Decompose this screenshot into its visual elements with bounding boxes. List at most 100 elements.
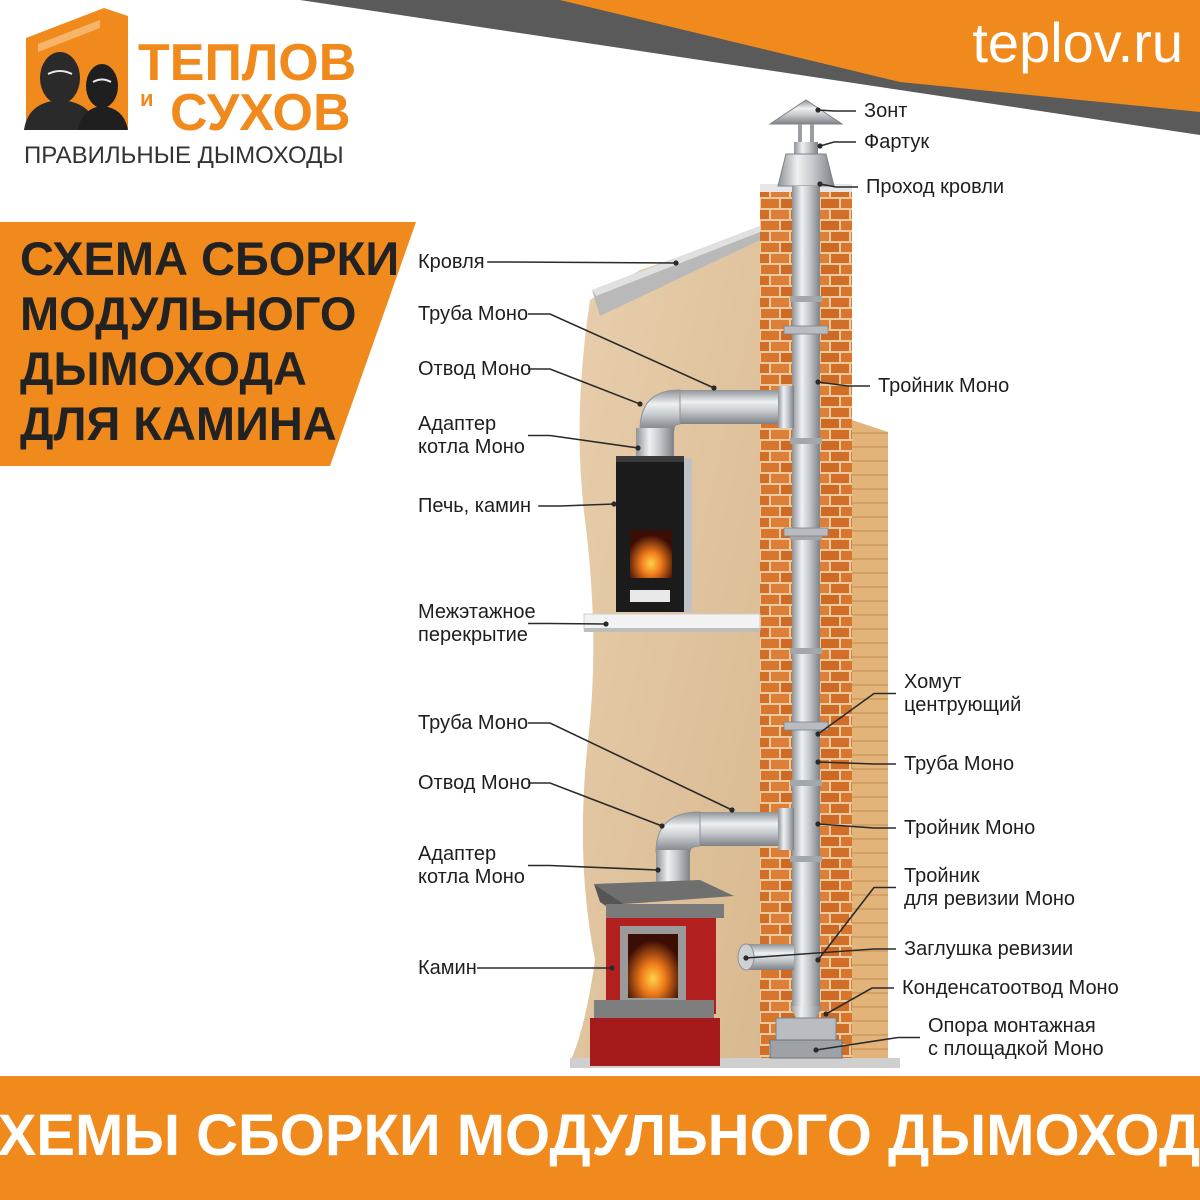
label-apron: Фартук — [817, 131, 929, 153]
logo-conj: и — [140, 86, 154, 111]
support-assembly — [769, 1006, 843, 1059]
site-url[interactable]: teplov.ru — [972, 11, 1183, 74]
leader-line-elbow-lower — [528, 782, 663, 827]
page-title: СХЕМА СБОРКИ МОДУЛЬНОГО ДЫМОХОДА ДЛЯ КАМ… — [20, 232, 399, 450]
label-revision-plug: Заглушка ревизии — [743, 938, 1073, 961]
label-text-tee-lower: Тройник Моно — [904, 817, 1035, 839]
label-text-roof-pass: Проход кровли — [866, 176, 1004, 198]
leader-line-pipe-upper — [528, 313, 715, 389]
leader-dot-elbow-upper — [637, 401, 643, 407]
label-pipe-upper: Труба Моно — [418, 303, 717, 391]
condensate-drain — [775, 1017, 837, 1041]
label-fireplace: Камин — [418, 957, 615, 979]
exterior-facade — [852, 420, 888, 1062]
leader-dot-stove — [611, 501, 617, 507]
main-vertical-pipe — [792, 186, 820, 1012]
label-text-elbow-upper: Отвод Моно — [418, 358, 531, 380]
leader-line-pipe-right — [817, 761, 896, 765]
label-text-pipe-lower: Труба Моно — [418, 712, 528, 734]
label-text-pipe-right: Труба Моно — [904, 753, 1014, 775]
label-text-tee-upper: Тройник Моно — [878, 375, 1009, 397]
fireplace-fire — [628, 934, 678, 998]
ground-floor — [570, 1058, 900, 1068]
title-line-2: МОДУЛЬНОГО — [20, 287, 356, 340]
title-line-4: ДЛЯ КАМИНА — [20, 397, 337, 450]
leader-line-apron — [819, 141, 856, 147]
leader-dot-clamp — [815, 731, 821, 737]
label-roof: Кровля — [418, 251, 679, 273]
label-text-fireplace: Камин — [418, 957, 477, 979]
label-text-condensate: Конденсатоотвод Моно — [902, 977, 1119, 999]
brand-logo: ТЕПЛОВ и СУХОВ ПРАВИЛЬНЫЕ ДЫМОХОДЫ — [24, 8, 356, 169]
stove-fire — [630, 530, 672, 578]
title-line-1: СХЕМА СБОРКИ — [20, 232, 399, 285]
label-roof-pass: Проход кровли — [817, 176, 1004, 198]
interior-wall — [570, 230, 760, 1062]
leader-line-clamp — [817, 692, 896, 735]
leader-line-tee-revision — [817, 886, 896, 961]
leader-line-adapter-upper — [528, 434, 639, 449]
leader-line-roof-pass — [819, 183, 858, 188]
leader-line-adapter-lower — [528, 864, 659, 871]
leader-dot-cap — [815, 107, 821, 113]
label-text-cap: Зонт — [864, 100, 907, 122]
footer-banner — [0, 1076, 1200, 1200]
leader-line-stove — [538, 503, 615, 507]
leader-dot-pipe-upper — [711, 385, 717, 391]
label-pipe-right: Труба Моно — [815, 753, 1014, 775]
label-text-stove: Печь, камин — [418, 495, 531, 517]
label-tee-lower: Тройник Моно — [815, 817, 1035, 839]
leader-dot-condensate — [823, 1011, 829, 1017]
chimney-apron — [777, 142, 835, 187]
leader-line-elbow-upper — [528, 368, 641, 405]
leader-dot-apron — [817, 143, 823, 149]
leader-dot-tee-upper — [815, 379, 821, 385]
label-text-pipe-upper: Труба Моно — [418, 303, 528, 325]
leader-dot-pipe-right — [815, 759, 821, 765]
leader-dot-revision-plug — [743, 955, 749, 961]
title-banner — [0, 222, 416, 466]
leader-line-roof — [487, 261, 677, 264]
label-cap: Зонт — [815, 100, 907, 122]
lower-connection — [655, 808, 794, 886]
label-text-roof: Кровля — [418, 251, 485, 273]
leader-line-floor-slab — [528, 622, 607, 625]
title-line-3: ДЫМОХОДА — [20, 342, 307, 395]
chimney-cap — [768, 99, 844, 146]
logo-name-1: ТЕПЛОВ — [138, 34, 356, 92]
leader-dot-roof-pass — [817, 181, 823, 187]
label-pipe-lower: Труба Моно — [418, 712, 735, 813]
label-elbow-lower: Отвод Моно — [418, 772, 665, 829]
leader-dot-floor-slab — [603, 621, 609, 627]
leader-dot-tee-lower — [815, 821, 821, 827]
header-orange-band — [560, 0, 1200, 112]
label-condensate: Конденсатоотвод Моно — [823, 977, 1119, 1017]
label-stove: Печь, камин — [418, 495, 617, 517]
upper-stove — [616, 456, 692, 612]
label-tee-upper: Тройник Моно — [815, 375, 1009, 397]
floor-slab — [583, 613, 761, 631]
footer-title: СХЕМЫ СБОРКИ МОДУЛЬНОГО ДЫМОХОДА — [0, 1103, 1200, 1168]
leader-dot-support — [813, 1047, 819, 1053]
leader-line-cap — [817, 109, 856, 112]
leader-dot-roof — [673, 260, 679, 266]
upper-connection — [636, 386, 794, 460]
logo-faces-icon — [24, 52, 128, 130]
label-elbow-upper: Отвод Моно — [418, 358, 643, 407]
leader-dot-adapter-lower — [655, 867, 661, 873]
roof — [592, 226, 760, 316]
leader-dot-elbow-lower — [659, 823, 665, 829]
